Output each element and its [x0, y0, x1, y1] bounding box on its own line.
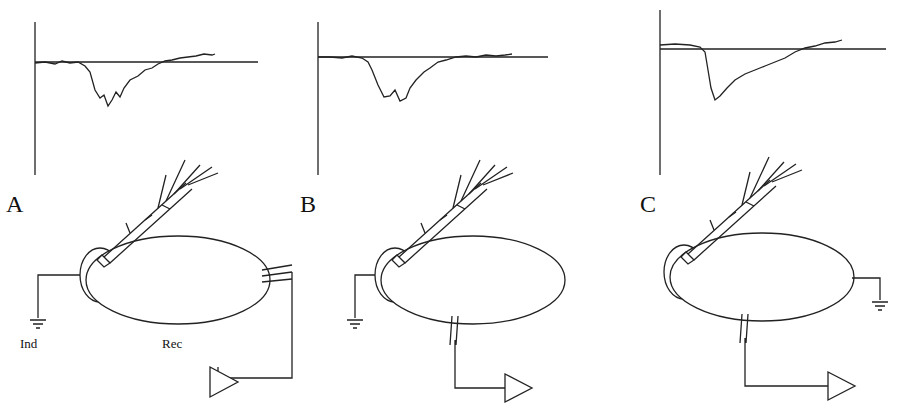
panel-letter: A: [6, 192, 23, 216]
panel-letter: B: [300, 192, 316, 216]
electrode-label: Ind: [20, 337, 37, 350]
electrode-label: Rec: [162, 337, 182, 350]
panel-letter: C: [640, 192, 656, 216]
